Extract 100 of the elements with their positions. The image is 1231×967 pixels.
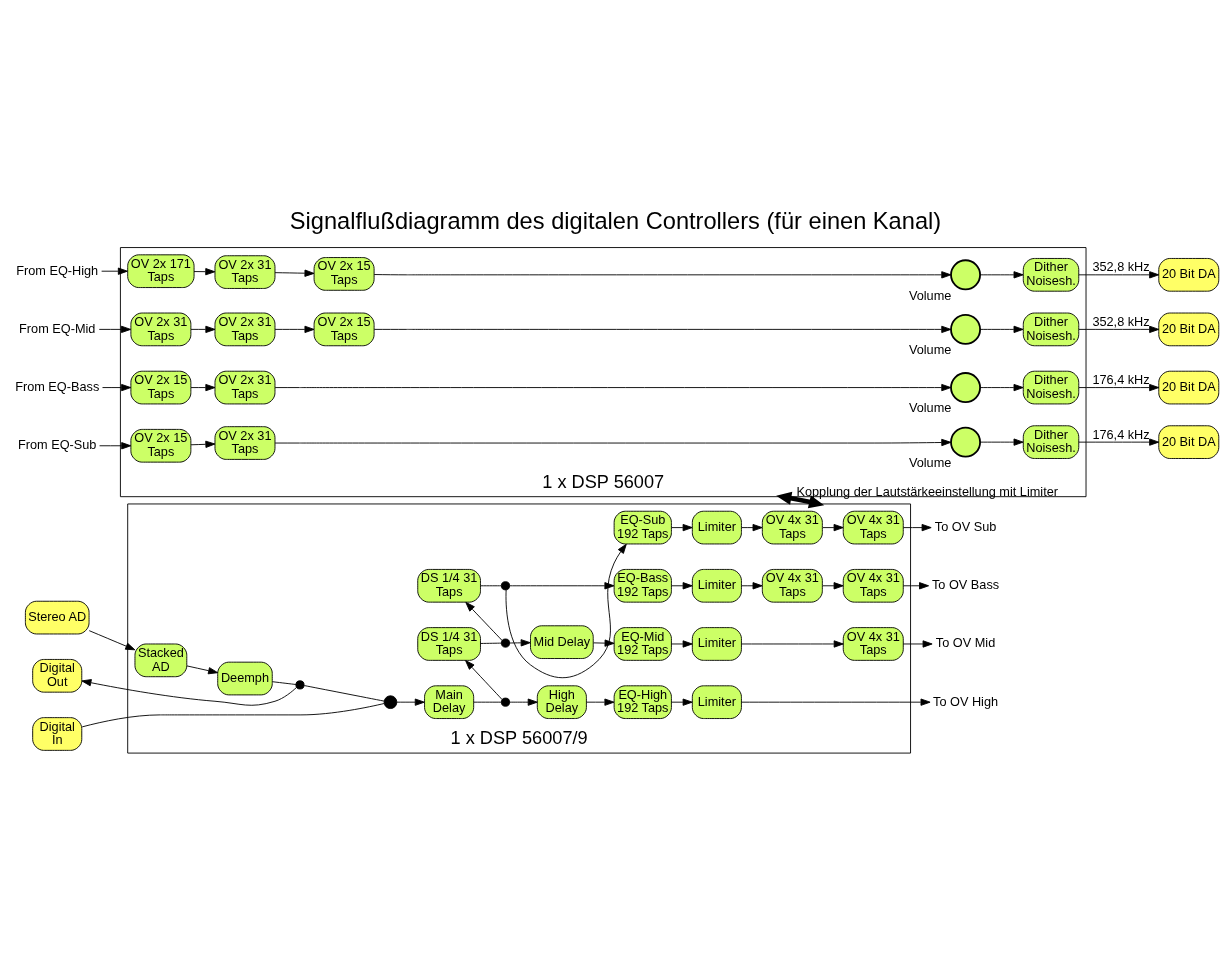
node-circle [295,680,305,690]
arrow [1078,383,1160,392]
arrow [741,523,763,532]
arrow [741,640,844,648]
arrow [190,383,216,392]
arrow [979,438,1024,446]
arrow [670,698,693,706]
node-box: OV 2x 171 Taps [127,254,195,288]
node-box: OV 2x 31 Taps [214,312,276,347]
node-text: From EQ-Bass [15,378,100,394]
arrow [465,601,503,641]
node-box: OV 4x 31 Taps [842,510,904,545]
node-text: From EQ-Mid [19,320,96,336]
node-circle [500,581,511,591]
node-box: Dither Noisesh. [1022,312,1080,347]
node-text: From EQ-Sub [18,437,97,453]
arrow [776,491,825,509]
edge-label: 352,8 kHz [1092,313,1150,329]
node-circle [950,426,981,458]
node-box: Limiter [691,510,742,545]
node-text: To OV High [933,693,999,709]
arrow [822,582,844,590]
diagram-title: Signalflußdiagramm des digitalen Controllers (für einen Kanal) [289,208,942,235]
node-box: OV 2x 15 Taps [313,257,375,291]
node-box: OV 4x 31 Taps [842,627,904,661]
arrow [102,383,132,392]
arrow [81,679,297,706]
edge-label: 176,4 kHz [1092,372,1150,388]
arrow [88,630,136,651]
node-box: Mid Delay [530,625,594,659]
arrow [509,698,538,706]
node-circle [950,313,981,345]
node-text: To OV Bass [931,577,1000,593]
arrow [979,383,1024,392]
arrow [979,271,1024,279]
node-text: To OV Sub [934,518,997,534]
node-label: Volume [908,400,952,416]
arrow [741,582,763,590]
arrow [98,325,132,334]
arrow [593,639,615,647]
arrow [1078,325,1160,334]
node-text: From EQ-High [16,262,99,278]
arrow [1078,438,1160,446]
node-box: High Delay [536,685,587,719]
arrow [274,325,315,334]
node-circle [500,638,511,648]
arrow [509,582,615,590]
arrow [509,639,531,647]
node-box: Deemph [217,661,273,696]
connector [480,585,502,587]
node-box: 20 Bit DA [1158,370,1220,405]
arrow [99,442,132,450]
connector [272,681,297,685]
node-label: Volume [908,287,952,303]
node-box: Stereo AD [24,600,90,635]
node-label: Volume [908,342,952,358]
node-box: Digital Out [32,659,83,693]
node-box: Dither Noisesh. [1022,258,1080,292]
arrow [670,582,693,590]
arrow [274,269,315,277]
arrow [902,640,933,648]
node-box: Digital In [32,717,83,751]
node-box: OV 2x 15 Taps [130,370,192,405]
arrow [186,665,219,675]
arrow [741,698,931,706]
node-box: 20 Bit DA [1158,258,1220,292]
node-box: OV 2x 15 Taps [130,428,192,463]
arrow [670,523,693,532]
node-box: OV 2x 31 Taps [130,312,192,347]
arrow [101,267,128,275]
arrow [274,383,952,392]
node-box: DS 1/4 31 Taps [417,627,481,661]
node-box: 20 Bit DA [1158,312,1220,347]
node-box: OV 2x 31 Taps [214,255,276,289]
node-box: Limiter [691,568,742,603]
node-box: EQ-Bass 192 Taps [613,568,672,603]
node-box: OV 2x 31 Taps [214,370,276,405]
node-box: OV 4x 31 Taps [842,568,904,603]
arrow [670,640,693,648]
arrow [274,438,952,447]
arrow [902,523,932,532]
node-box: Dither Noisesh. [1022,370,1080,405]
edge-label: 176,4 kHz [1092,426,1150,442]
node-box: Stacked AD [134,643,188,678]
arrow [373,325,952,334]
node-box: EQ-Sub 192 Taps [613,510,672,545]
node-box: Dither Noisesh. [1022,425,1080,459]
edge-label: Kopplung der Lautstärkeeinstellung mit Limiter [796,484,1059,500]
arrow [505,543,627,679]
node-box: EQ-High 192 Taps [613,685,672,719]
connector [303,685,385,702]
arrow [465,660,503,700]
arrow [190,440,216,448]
node-circle [500,697,511,707]
node-box: OV 4x 31 Taps [761,568,823,603]
arrow [902,582,930,590]
edge-label: 352,8 kHz [1092,259,1150,275]
arrow [396,698,425,706]
node-circle [950,372,981,404]
node-box: 20 Bit DA [1158,425,1220,459]
